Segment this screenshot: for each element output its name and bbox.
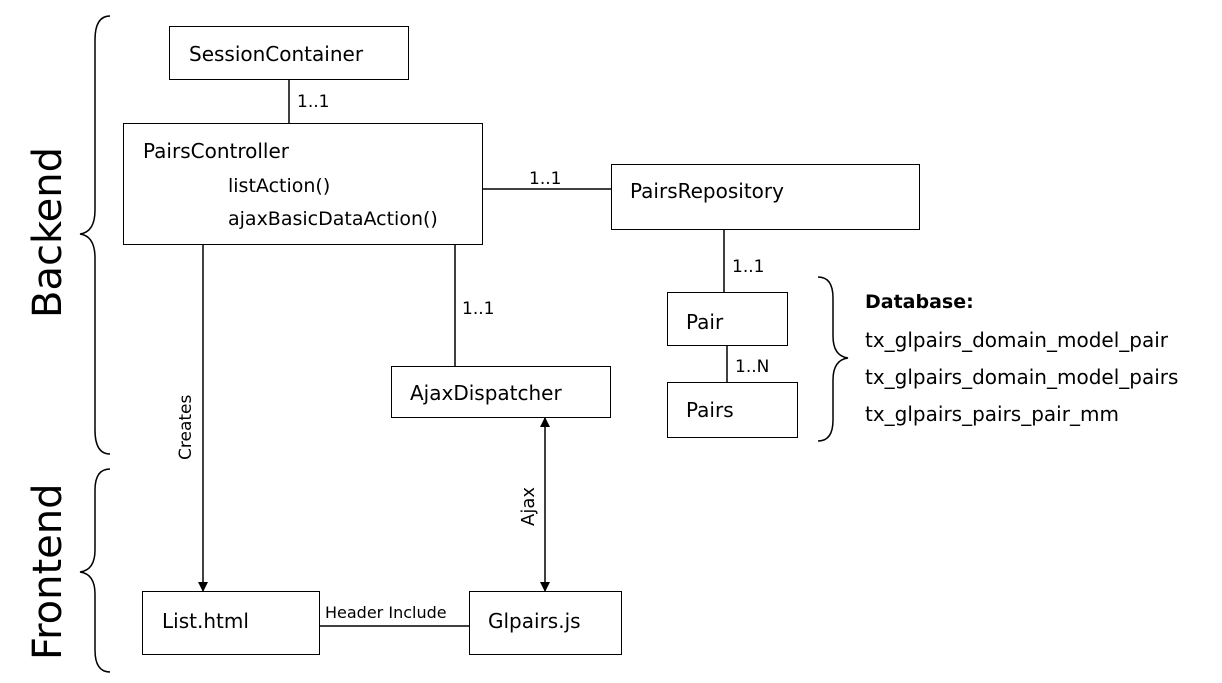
method-ajax-basic-data-action: ajaxBasicDataAction() [228, 208, 438, 230]
pairs-repository-label: PairsRepository [630, 179, 784, 203]
glpairs-js-box[interactable]: Glpairs.js [469, 591, 622, 655]
pairs-repository-box[interactable]: PairsRepository [611, 164, 920, 230]
frontend-section-label: Frontend [25, 483, 71, 660]
multiplicity-controller-dispatcher: 1..1 [462, 299, 495, 319]
multiplicity-controller-repository: 1..1 [529, 169, 562, 189]
session-container-label: SessionContainer [189, 42, 364, 66]
multiplicity-pair-pairs: 1..N [735, 357, 770, 377]
backend-section-label: Backend [25, 146, 71, 318]
ajax-dispatcher-box[interactable]: AjaxDispatcher [391, 366, 611, 418]
ajax-label: Ajax [518, 487, 539, 526]
session-container-box[interactable]: SessionContainer [169, 26, 409, 80]
pairs-box[interactable]: Pairs [667, 382, 798, 438]
database-table: tx_glpairs_domain_model_pair [865, 328, 1168, 352]
creates-label: Creates [176, 394, 196, 460]
frontend-brace [79, 468, 111, 673]
header-include-label: Header Include [325, 603, 447, 622]
database-title: Database: [865, 291, 974, 313]
glpairs-js-label: Glpairs.js [488, 609, 581, 633]
method-list-action: listAction() [228, 175, 331, 197]
pairs-controller-box[interactable]: PairsController listAction() ajaxBasicDa… [123, 123, 483, 245]
pairs-controller-label: PairsController [143, 139, 289, 163]
list-html-label: List.html [162, 609, 249, 633]
database-table: tx_glpairs_domain_model_pairs [865, 365, 1179, 389]
multiplicity-repository-pair: 1..1 [732, 257, 765, 277]
ajax-dispatcher-label: AjaxDispatcher [410, 381, 562, 405]
database-table: tx_glpairs_pairs_pair_mm [865, 402, 1119, 426]
list-html-box[interactable]: List.html [142, 591, 320, 655]
database-brace [817, 276, 849, 442]
multiplicity-session-controller: 1..1 [297, 92, 330, 112]
pairs-label: Pairs [686, 398, 734, 422]
backend-brace [79, 15, 111, 455]
pair-label: Pair [686, 310, 724, 334]
pair-box[interactable]: Pair [667, 292, 788, 346]
